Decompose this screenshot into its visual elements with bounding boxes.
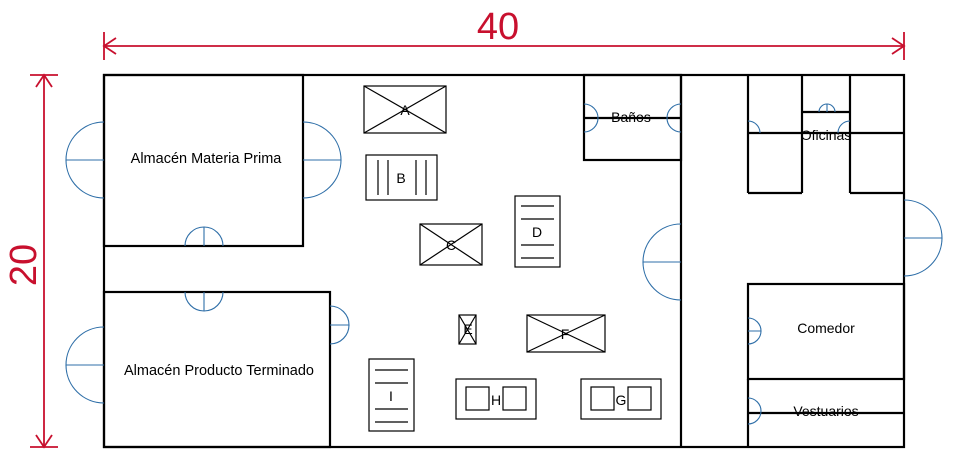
machine-e: E [458,314,477,345]
room-label-comedor: Comedor [797,320,855,336]
door-pt-top [184,291,224,312]
machine-d: D [514,195,561,268]
door-oficinas [747,103,851,134]
height-label: 20 [3,244,45,286]
room-vestuarios: Vestuarios [746,379,904,447]
width-dimension: 40 [102,6,906,60]
room-label-almacen-pt: Almacén Producto Terminado [124,363,314,379]
room-oficinas: Oficinas [746,75,904,195]
machine-i: I [368,358,415,432]
room-label-banos: Baños [611,109,651,125]
outer-wall [102,73,906,449]
machine-c-label: C [446,237,456,253]
room-comedor: Comedor [746,282,906,381]
door-corridor [642,223,682,301]
machine-f: F [526,314,606,353]
door-ext-left-top [65,121,105,199]
machine-g-label: G [616,392,627,408]
room-label-almacen-mp: Almacén Materia Prima [131,151,283,167]
machine-h: H [455,378,537,420]
room-label-vestuarios: Vestuarios [793,403,858,419]
width-label: 40 [477,6,519,48]
machine-f-label: F [561,326,570,342]
height-dimension: 20 [3,73,58,449]
machine-a: A [363,85,447,134]
doors [65,103,943,425]
machine-h-label: H [491,392,501,408]
machine-d-label: D [532,224,542,240]
door-pt-right [329,305,350,345]
door-comedor [747,317,762,345]
machine-c: C [419,223,483,266]
door-ext-left-bottom [65,326,105,404]
machine-g: G [580,378,662,420]
door-mp-bottom [184,226,224,247]
door-ext-right [903,199,943,277]
machine-b: B [365,154,438,201]
machine-a-label: A [400,102,410,118]
door-mp-right [302,121,342,199]
room-almacen-materia-prima: Almacén Materia Prima [102,73,305,248]
room-label-oficinas: Oficinas [801,127,852,143]
door-vestuarios [747,397,762,425]
machine-e-label: E [463,321,472,337]
room-banos: Baños [582,73,683,162]
room-almacen-producto-terminado: Almacén Producto Terminado [102,290,332,449]
door-banos [583,103,682,133]
machine-b-label: B [396,170,405,186]
machine-i-label: I [389,388,393,404]
